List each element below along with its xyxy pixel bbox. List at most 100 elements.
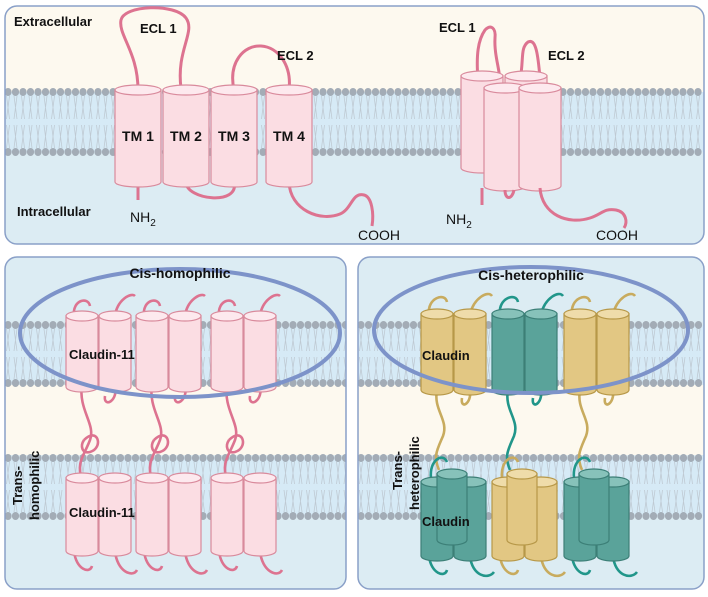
lipid-head <box>11 88 20 96</box>
lipid-head <box>34 512 42 520</box>
claudin11-bottom-helix-body <box>168 477 202 557</box>
lipid-head <box>371 148 380 156</box>
lipid-head <box>319 379 327 387</box>
lipid-head <box>574 88 582 96</box>
claudin-back-helix-cap <box>578 468 610 480</box>
lipid-head <box>101 88 110 96</box>
lipid-head <box>349 148 357 156</box>
claudin11-top-helix-body <box>210 315 244 393</box>
lipid-head <box>567 454 575 462</box>
lipid-head <box>672 512 680 520</box>
lipid-head <box>694 454 703 462</box>
lipid-head <box>49 321 57 329</box>
lipid-head <box>447 454 455 462</box>
lipid-head <box>454 88 462 96</box>
ecl2-label-3d: ECL 2 <box>548 48 585 63</box>
lipid-head <box>664 512 673 520</box>
lipid-head <box>402 321 410 329</box>
tm-helix-2 <box>162 84 210 188</box>
lipid-head <box>679 379 688 387</box>
lipid-head <box>672 379 680 387</box>
lipid-head <box>86 454 95 462</box>
lipid-head <box>19 148 27 156</box>
lipid-head <box>319 88 327 96</box>
lipid-head <box>289 321 297 329</box>
lipid-head <box>416 88 425 96</box>
claudin11-trans-loop <box>78 383 93 481</box>
lipid-head <box>229 454 237 462</box>
lipid-head <box>522 454 530 462</box>
lipid-head <box>694 148 702 156</box>
trans-heterophilic-label-1: Trans- <box>390 451 405 490</box>
claudin11-bottom-helix-body <box>210 477 244 557</box>
lipid-head <box>446 88 455 96</box>
c-terminus-tail-3d <box>538 187 628 229</box>
lipid-head <box>687 512 695 520</box>
lipid-head <box>334 454 342 462</box>
claudin-ecl-loop <box>500 456 520 479</box>
lipid-head <box>657 454 665 462</box>
lipid-head <box>634 379 643 387</box>
bundle-helix-4-body <box>518 87 562 192</box>
lipid-head <box>581 148 590 156</box>
claudin-top-helix-body <box>524 313 558 396</box>
lipid-head <box>5 512 12 520</box>
ecl1-label-3d: ECL 1 <box>439 20 476 35</box>
tm-helix-4-cap <box>265 84 313 96</box>
claudin11-trans-knot <box>80 434 100 454</box>
lipid-head <box>679 454 688 462</box>
claudin11-trans-loop <box>148 383 163 481</box>
claudin-top-helix-body <box>596 313 630 396</box>
tm-helix-1-cap <box>114 84 162 96</box>
lipid-head <box>626 148 635 156</box>
lipid-head <box>364 512 373 520</box>
claudin-top-helix-body <box>491 313 525 396</box>
lipid-head <box>5 321 12 329</box>
tm-helix-4 <box>265 84 313 188</box>
lipid-head <box>296 512 305 520</box>
ecl1-label: ECL 1 <box>140 21 177 36</box>
tm-helix-3-cap <box>210 84 258 96</box>
ecl1-loop <box>119 6 191 91</box>
lipid-head <box>409 148 417 156</box>
lipid-head <box>334 148 342 156</box>
claudin-bundle-3d <box>460 25 628 229</box>
lipid-head <box>296 321 305 329</box>
lipid-head <box>687 379 695 387</box>
lipid-head <box>26 148 35 156</box>
bundle-helix-4 <box>518 82 562 192</box>
lipid-head <box>642 379 650 387</box>
claudin-top-helix-cap <box>453 308 487 320</box>
lipid-head <box>612 454 620 462</box>
tm-helix-3 <box>210 84 258 188</box>
lipid-head <box>649 88 657 96</box>
claudin-back-helix <box>506 468 538 546</box>
lipid-head <box>296 379 305 387</box>
homophilic-panel-border <box>4 256 347 590</box>
lipid-head <box>358 321 365 329</box>
lipid-head <box>5 454 12 462</box>
tm-label-3: TM 3 <box>218 128 250 144</box>
lipid-head <box>334 512 342 520</box>
lipid-head <box>454 454 463 462</box>
lipid-head <box>101 148 110 156</box>
lipid-head <box>446 148 455 156</box>
lipid-head <box>56 88 65 96</box>
lipid-head <box>372 512 380 520</box>
lipid-head <box>139 454 147 462</box>
cis-homophilic-ellipse <box>18 267 342 399</box>
claudin-top-helix <box>596 308 630 396</box>
lipid-head <box>26 454 35 462</box>
lipid-head <box>566 88 575 96</box>
lipid-head <box>199 454 207 462</box>
lipid-head <box>49 454 57 462</box>
lipid-head <box>319 454 327 462</box>
bundle-helix-4-cap <box>518 82 562 94</box>
lipid-head <box>394 454 403 462</box>
lipid-head <box>296 454 305 462</box>
claudin-back-helix <box>578 468 610 546</box>
cell-membrane <box>5 88 704 156</box>
lipid-head <box>124 454 132 462</box>
claudin11-bottom-helix-body <box>98 477 132 557</box>
